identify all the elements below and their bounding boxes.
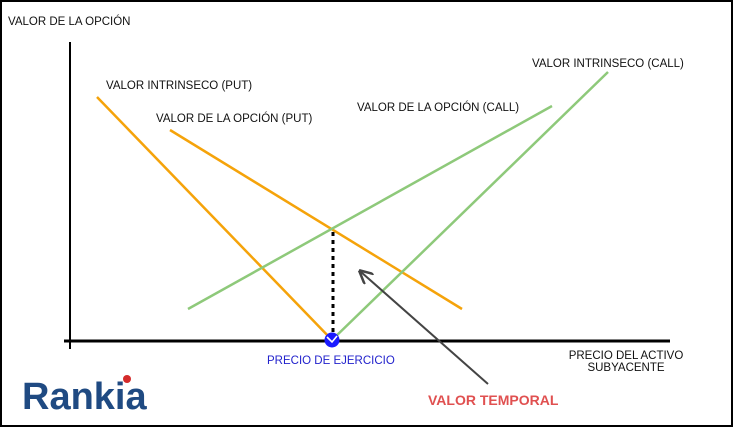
put-option-line — [169, 128, 463, 311]
x-axis-label-line2: SUBYACENTE — [587, 362, 664, 374]
time-value-arrow — [361, 272, 489, 385]
time-value-label: VALOR TEMPORAL — [428, 392, 559, 408]
x-axis-label-line1: PRECIO DEL ACTIVO — [569, 350, 684, 362]
call-intrinsic-line — [331, 71, 609, 341]
put-option-label: VALOR DE LA OPCIÓN (PUT) — [156, 112, 313, 125]
call-option-line — [187, 104, 553, 311]
logo-red-dot — [123, 375, 131, 383]
call-intrinsic-label: VALOR INTRINSECO (CALL) — [532, 58, 684, 70]
y-axis-label: VALOR DE LA OPCIÓN — [8, 15, 131, 28]
put-intrinsic-label: VALOR INTRINSECO (PUT) — [106, 80, 252, 92]
strike-check-mark — [326, 335, 338, 344]
rankia-logo: Rankia — [22, 374, 147, 418]
call-option-label: VALOR DE LA OPCIÓN (CALL) — [357, 101, 519, 114]
svg-text:Rankia: Rankia — [22, 376, 147, 418]
strike-price-label: PRECIO DE EJERCICIO — [267, 355, 395, 367]
put-intrinsic-line — [96, 96, 333, 341]
strike-price-marker — [324, 332, 340, 348]
